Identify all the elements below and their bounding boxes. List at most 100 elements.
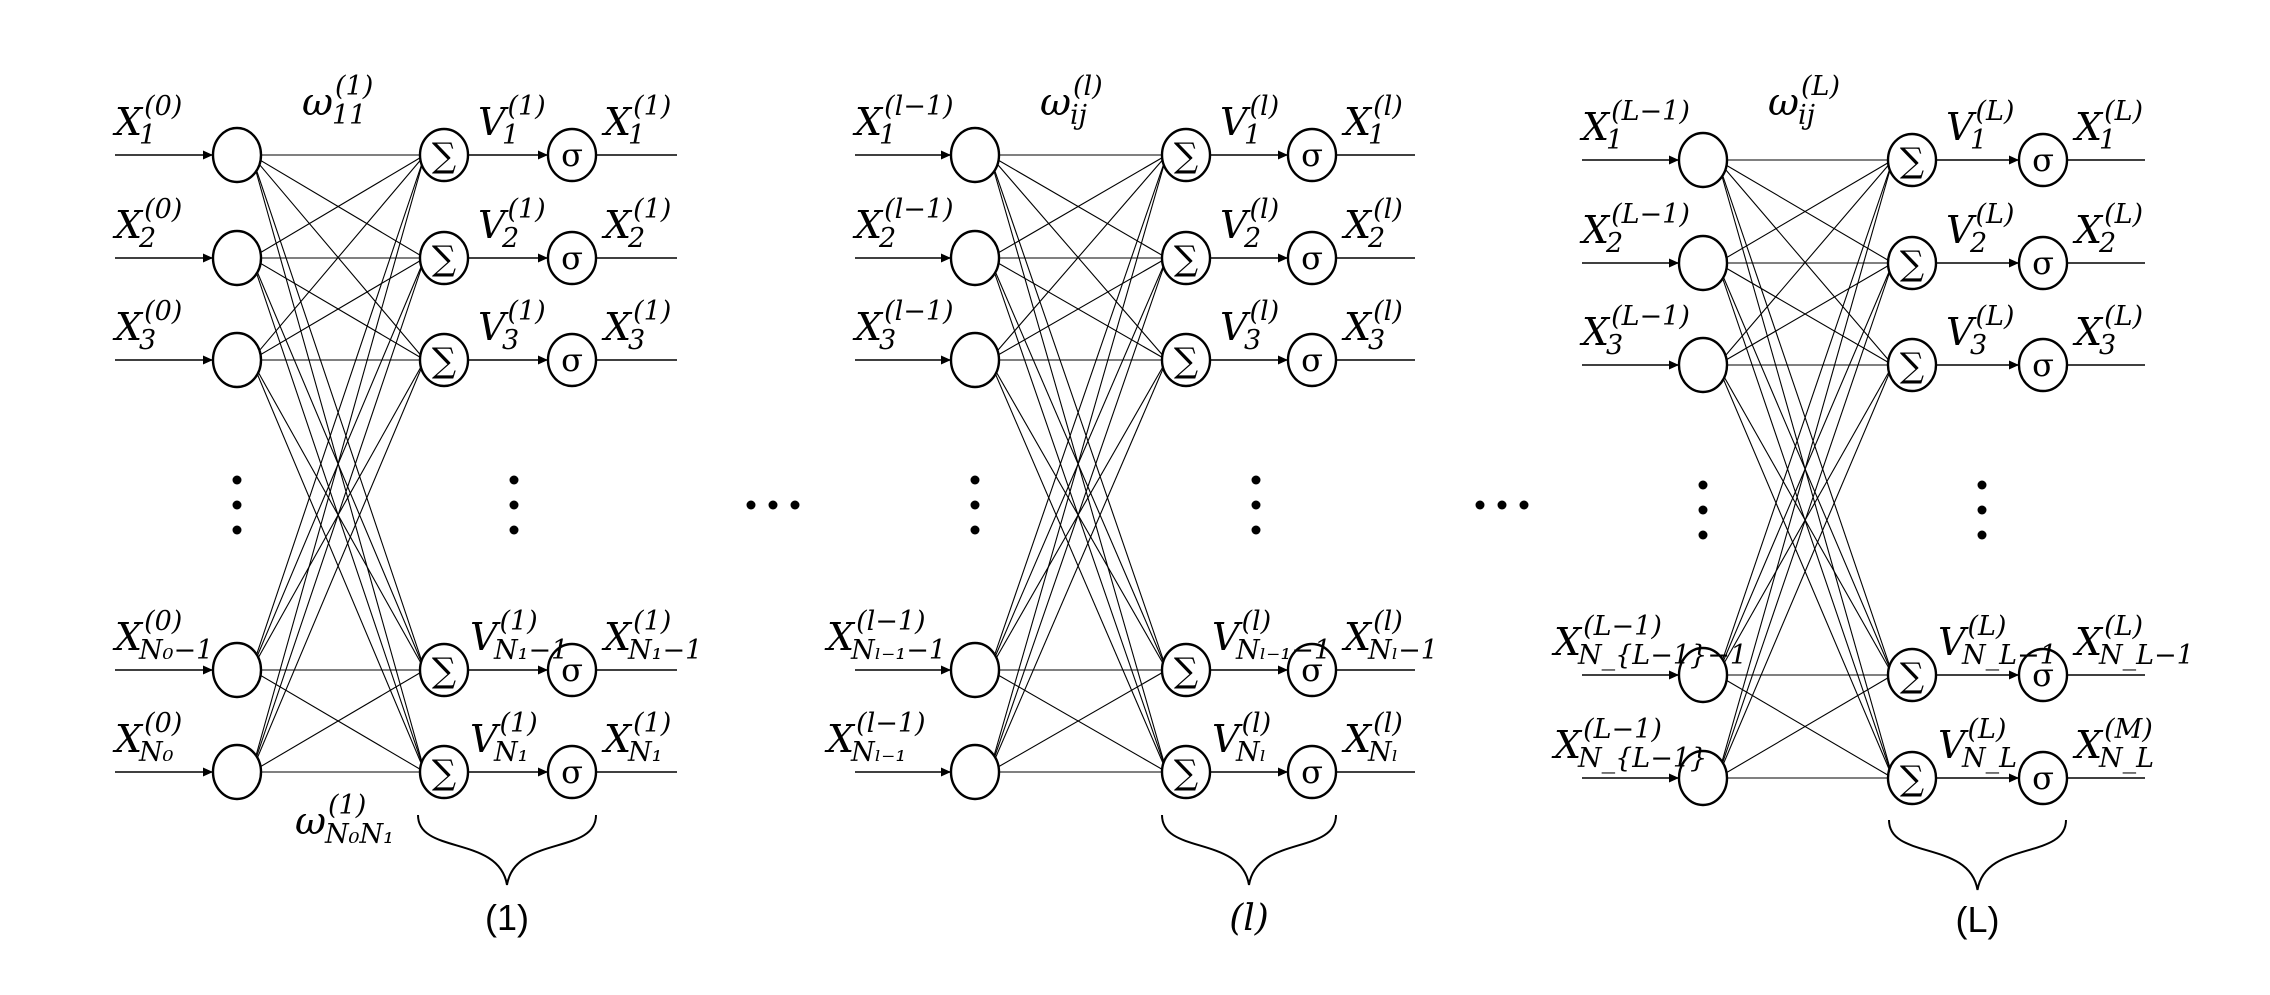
block-l-input-label-1-base: X [852,100,884,144]
block-l-sigma-node-1 [1286,127,1338,183]
block-L-output-label-2: X(L) [2072,199,2143,252]
block-1-output-label-2-superscript: (1) [633,194,671,225]
block-L-label: (L) [1956,899,2000,940]
block-L-sum-node-2 [1886,235,1938,291]
block-1-vdots-output-2 [509,500,519,510]
block-l-output-label-5: X(l) [1341,708,1403,761]
block-1-output-label-4-superscript: (1) [633,606,671,637]
block-1-edge-4-1 [250,154,426,671]
block-l-preactivation-label-3-base: V [1220,305,1251,349]
block-1-input-label-3-superscript: (0) [144,296,182,327]
block-l-output-label-2-subscript: 2 [1367,223,1385,254]
block-1-sigma-symbol-5: σ [561,753,583,791]
block-1-input-label-1-superscript: (0) [144,91,182,122]
block-l-preactivation-label-2-superscript: (l) [1249,194,1279,225]
block-L-input-node-3 [1677,336,1729,394]
block-l-preactivation-label-4-base: V [1212,615,1243,659]
block-L-preactivation-label-1-subscript: 1 [1970,125,1987,156]
block-l-output-label-1-subscript: 1 [1368,120,1385,151]
block-L-input-label-3-subscript: 3 [1606,330,1623,361]
block-L-sum-node-4 [1886,647,1938,703]
block-l-input-label-1-superscript: (l−1) [884,91,954,122]
block-1-weight-top-label: ω(1) [302,71,373,124]
block-1-input-label-1-subscript: 1 [139,120,156,151]
block-l-sum-node-1 [1160,127,1212,183]
block-1-output-label-3-superscript: (1) [633,296,671,327]
block-1-weight-bottom-label-superscript: (1) [328,790,366,821]
block-L-preactivation-label-1: V(L) [1946,96,2014,149]
block-1-preactivation-label-5-base: V [470,717,501,761]
block-L-preactivation-label-3: V(L) [1946,301,2014,354]
block-L-output-label-2-base: X [2072,208,2104,252]
block-1-input-label-5-base: X [112,717,144,761]
block-l-input-label-2: X(l−1) [852,194,954,247]
block-1-input-label-2-superscript: (0) [144,194,182,225]
block-L-preactivation-label-1-superscript: (L) [1975,96,2014,127]
block-L-preactivation-label-2-superscript: (L) [1975,199,2014,230]
block-L-sum-node-3 [1886,337,1938,393]
block-l-output-label-3-base: X [1341,305,1373,349]
block-1-vdots-input-3 [232,525,242,535]
block-l-output-label-1: X(l) [1341,91,1403,144]
block-l-sigma-symbol-4: σ [1301,651,1323,689]
block-l-preactivation-label-3-superscript: (l) [1249,296,1279,327]
block-l-input-node-1 [949,126,1001,184]
block-1-vdots-input-2 [232,500,242,510]
block-1-preactivation-label-3-superscript: (1) [507,296,545,327]
block-1-weight-bottom-label: ω(1) [295,790,366,843]
block-1-sum-node-1 [418,127,470,183]
block-L-sigma-node-4 [2017,647,2069,703]
block-L-input-label-4-subscript: N_{L−1}−1 [1577,640,1747,671]
block-L-edge-5-2 [1716,262,1894,779]
block-l-input-label-3: X(l−1) [852,296,954,349]
block-l-label: (l) [1229,898,1269,939]
block-l-sum-symbol-2: ∑ [1174,239,1198,279]
block-L-vdots-input-2 [1698,505,1708,515]
block-L-vdots-output-3 [1977,530,1987,540]
between-blocks-hdots-2-2 [1497,500,1507,510]
block-1-preactivation-label-2-base: V [478,203,509,247]
block-l-preactivation-label-5-superscript: (l) [1241,708,1271,739]
block-1-output-label-2: X(1) [601,194,671,247]
block-1-edge-5-4 [251,669,426,773]
block-L-preactivation-label-3-subscript: 3 [1970,330,1987,361]
block-1-input-label-4-superscript: (0) [144,606,182,637]
block-L-input-label-3-superscript: (L−1) [1611,301,1690,332]
block-l-output-label-3-superscript: (l) [1373,296,1403,327]
block-1-weight-top-label-superscript: (1) [335,71,373,102]
block-l-output-label-5-subscript: Nₗ [1367,737,1398,768]
block-l-preactivation-label-1: V(l) [1220,91,1279,144]
block-l-output-label-2: X(l) [1341,194,1403,247]
block-L-output-label-5-subscript: N_L [2098,743,2154,774]
block-l-preactivation-label-1-base: V [1220,100,1251,144]
block-L-vdots-output-2 [1977,505,1987,515]
block-l-preactivation-label-1-subscript: 1 [1244,120,1261,151]
block-1-edge-5-3 [250,359,426,773]
block-1-output-label-3-base: X [601,305,633,349]
block-l-output-label-5-superscript: (l) [1373,708,1403,739]
between-blocks-hdots-2-1 [1475,500,1485,510]
block-l-input-label-2-subscript: 2 [878,223,896,254]
block-1-preactivation-label-4-subscript: N₁−1 [493,635,568,666]
block-1-preactivation-label-2: V(1) [478,194,546,247]
block-L-edge-3-2 [1717,262,1894,366]
block-l-preactivation-label-4-superscript: (l) [1241,606,1271,637]
block-1-sum-symbol-4: ∑ [432,651,456,691]
block-l-input-label-2-superscript: (l−1) [884,194,954,225]
block-1-preactivation-label-3-base: V [478,305,509,349]
block-L-output-label-1: X(L) [2072,96,2143,149]
block-l-weight-top-label: ω(l) [1040,71,1103,124]
block-l-preactivation-label-3-subscript: 3 [1244,325,1261,356]
block-1-vdots-input-1 [232,475,242,485]
block-1-input-node-2 [211,229,263,287]
block-l-sigma-symbol-5: σ [1301,753,1323,791]
block-1-input-label-1-base: X [112,100,144,144]
block-l-output-label-4-superscript: (l) [1373,606,1403,637]
block-L-sigma-node-5 [2017,750,2069,806]
block-L-output-label-4-superscript: (L) [2104,611,2143,642]
block-l-input-label-3-superscript: (l−1) [884,296,954,327]
block-l-input-label-5-superscript: (l−1) [856,708,926,739]
block-1-input-label-3-base: X [112,305,144,349]
